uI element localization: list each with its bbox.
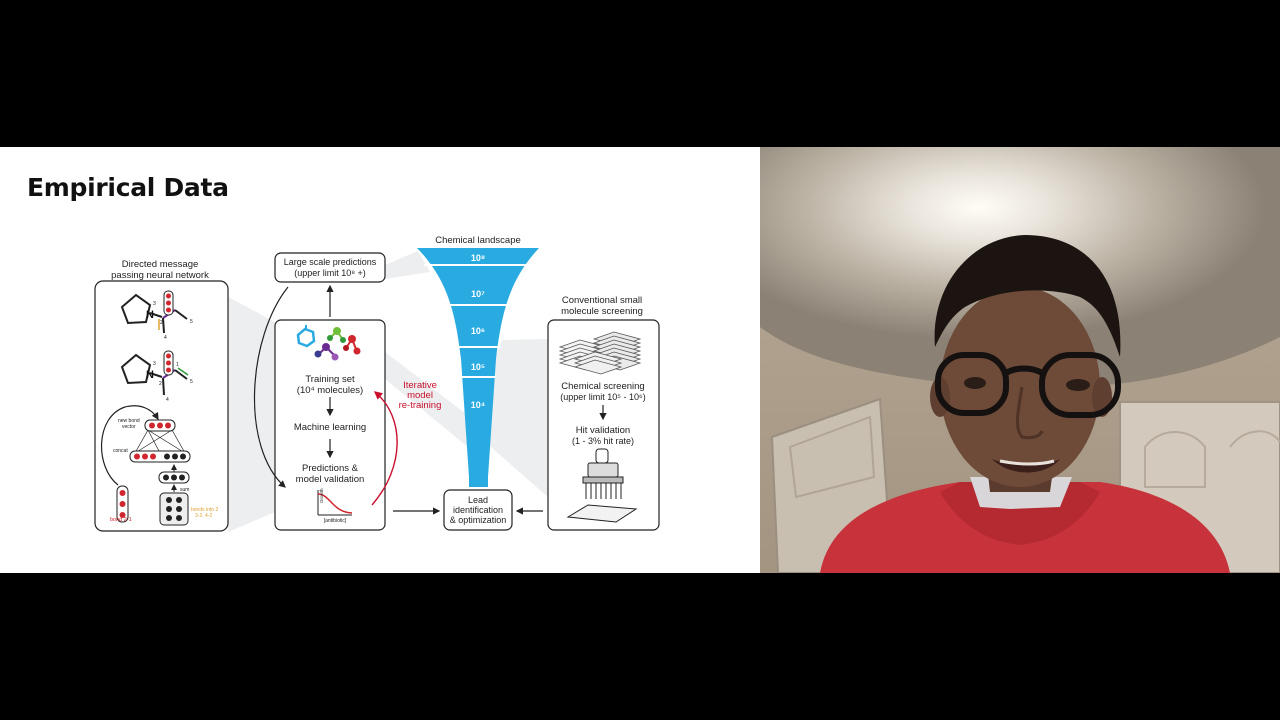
predictions-line2: model validation	[296, 474, 365, 485]
hit-validation-line1: Hit validation	[576, 425, 630, 436]
network-schematic	[100, 405, 191, 526]
new-bond-label-1: new bond	[118, 418, 140, 424]
funnel-level-1: 10⁸	[471, 253, 485, 263]
funnel-level-2: 10⁷	[471, 289, 485, 299]
lead-line3: & optimization	[450, 515, 507, 525]
funnel-level-4: 10⁵	[471, 362, 485, 372]
dmpnn-panel: Directed message passing neural network …	[94, 259, 229, 532]
screening-box	[547, 319, 660, 531]
plot-xlabel: [antibiotic]	[324, 518, 347, 524]
training-line1: Training set	[305, 374, 355, 385]
growth-plot	[317, 490, 353, 516]
num-3-b: 3	[153, 361, 156, 367]
num-5-b: 5	[190, 379, 193, 385]
plot-ylabel: Growth	[319, 488, 324, 503]
screening-panel: Conventional small molecule screening	[547, 295, 660, 531]
training-line2: (10⁴ molecules)	[297, 385, 363, 396]
bonds-into-matrix	[159, 492, 189, 526]
bonds-into-label-1: bonds into 2	[191, 507, 218, 513]
atom-n-2: N	[146, 369, 154, 381]
center-panel: Large scale predictions (upper limit 10⁸…	[254, 252, 386, 531]
num-4-b: 4	[166, 397, 169, 403]
num-4-a: 4	[164, 335, 167, 341]
drug-discovery-diagram: Directed message passing neural network …	[94, 235, 660, 532]
new-bond-label-2: vector	[122, 424, 136, 430]
atom-n-1: N	[146, 309, 154, 321]
chem-screening-line1: Chemical screening	[561, 381, 644, 392]
plate-stacks	[558, 331, 642, 375]
lead-box	[443, 489, 513, 531]
person	[820, 235, 1230, 573]
chem-screening-line2: (upper limit 10⁵ - 10⁶)	[560, 392, 645, 402]
num-1-b: 1	[176, 362, 179, 368]
large-scale-box	[274, 252, 386, 283]
molecule-icons	[296, 325, 361, 361]
num-3-a: 3	[153, 301, 156, 307]
glasses	[935, 352, 1121, 418]
large-scale-line1: Large scale predictions	[284, 257, 377, 267]
num-2-a: 2	[160, 320, 163, 326]
lead-line2: identification	[453, 505, 503, 515]
pipette-icon	[566, 448, 638, 523]
large-scale-line2: (upper limit 10⁸ +)	[294, 268, 366, 278]
hit-validation-line2: (1 - 3% hit rate)	[572, 436, 634, 446]
webcam-scene	[760, 147, 1280, 573]
chemical-funnel: Chemical landscape 10⁸ 10⁷ 10⁶ 10⁵ 10⁴	[417, 235, 539, 487]
dmpnn-box	[94, 280, 229, 532]
dmpnn-title-line1: Directed message	[122, 259, 199, 270]
sum-label: sum	[180, 487, 189, 493]
num-2-b: 2	[159, 381, 162, 387]
lead-line1: Lead	[468, 495, 488, 505]
num-5-a: 5	[190, 319, 193, 325]
presentation-slide: Empirical Data Directed message passing …	[0, 147, 760, 573]
retraining-line3: re-training	[399, 400, 442, 411]
webcam-video-feed	[760, 147, 1280, 573]
funnel-title: Chemical landscape	[435, 235, 521, 246]
background-cones	[228, 251, 548, 532]
retraining-arrow: Iterative model re-training	[371, 380, 442, 506]
funnel-level-5: 10⁴	[471, 400, 485, 410]
machine-learning-label: Machine learning	[294, 422, 366, 433]
lead-panel: Lead identification & optimization	[393, 489, 543, 531]
concat-label: concat	[113, 448, 128, 454]
training-box	[274, 319, 386, 531]
predictions-line1: Predictions &	[302, 463, 359, 474]
bonds-into-label-2: 3-2, 4-2	[195, 513, 212, 519]
bond-2-1-label: bond 2-1	[110, 517, 132, 523]
retraining-line1: Iterative	[403, 380, 437, 391]
funnel-level-3: 10⁶	[471, 326, 485, 336]
screening-title-line2: molecule screening	[561, 306, 643, 317]
slide-title: Empirical Data	[27, 173, 229, 202]
retraining-line2: model	[407, 390, 433, 401]
dmpnn-title-line2: passing neural network	[111, 270, 209, 281]
screening-title-line1: Conventional small	[562, 295, 642, 306]
